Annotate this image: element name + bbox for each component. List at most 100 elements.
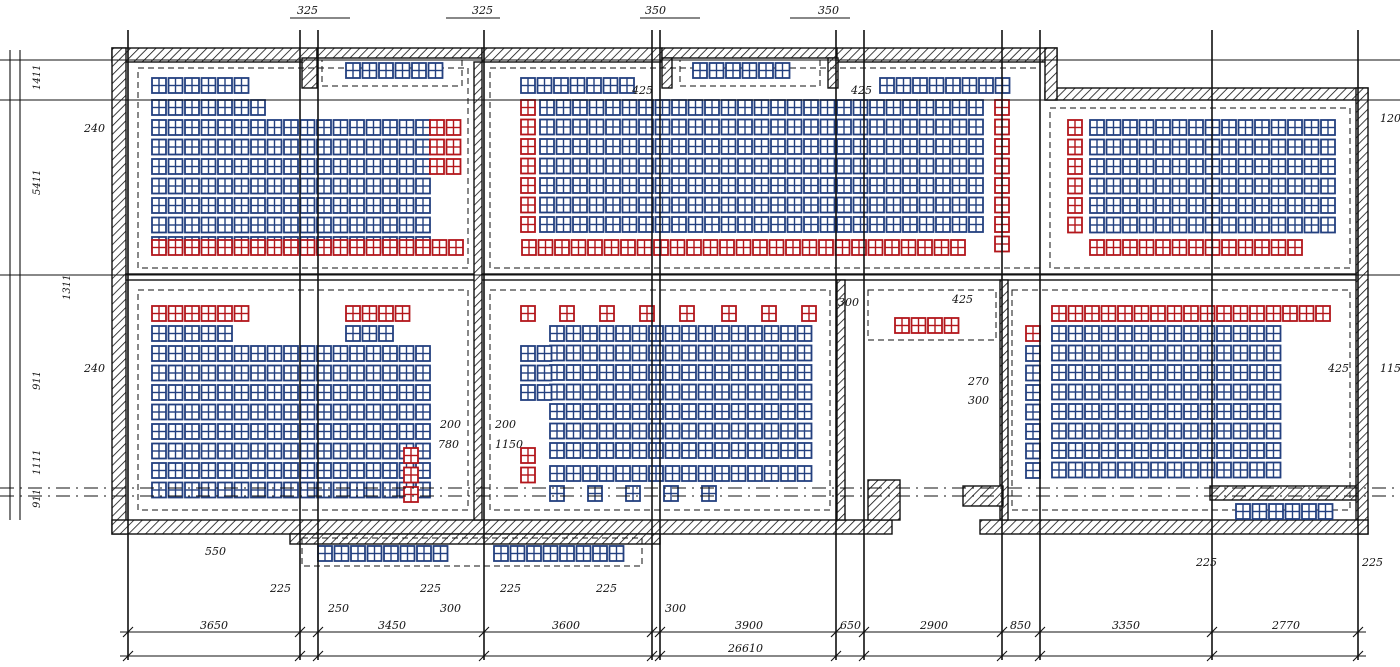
window-grid-icon [763,344,780,362]
window-grid-icon [316,345,332,362]
window-grid-icon [639,305,655,322]
window-grid-icon [184,305,200,322]
window-grid-icon [555,216,572,233]
window-grid-icon [361,305,378,322]
window-grid-icon [1133,461,1150,479]
window-grid-icon [283,158,299,175]
window-grid-icon [852,157,869,175]
window-grid-icon [648,325,664,342]
window-grid-icon [945,77,961,94]
window-grid-icon [819,118,836,136]
window-grid-icon [638,216,654,233]
window-grid-icon [1166,422,1183,440]
window-grid-icon [217,442,233,460]
window-grid-icon [151,345,167,362]
window-grid-icon [786,99,803,116]
window-grid-icon [598,344,615,362]
window-grid-icon [569,77,586,94]
window-grid-icon [1051,461,1067,479]
window-grid-icon [720,216,737,233]
window-grid-icon [638,196,654,214]
window-grid-icon [1183,344,1199,362]
window-grid-icon [1188,138,1204,156]
inner-label-3: 200 [439,418,461,431]
window-grid-icon [1067,403,1084,420]
window-grid-icon [299,403,316,421]
window-grid-icon [1320,216,1336,234]
window-grid-icon [895,77,912,94]
window-grid-icon [819,216,836,233]
window-grid-icon [572,177,588,194]
window-grid-icon [725,62,741,79]
window-grid-icon [1105,158,1122,175]
window-grid-icon [1265,325,1282,342]
window-grid-icon [1287,158,1303,175]
window-grid-icon [648,465,664,482]
window-grid-icon [382,216,398,234]
window-grid-icon [299,239,316,256]
window-grid-icon [167,158,184,175]
window-grid-icon [697,442,714,459]
window-grid-icon [730,383,747,401]
window-grid-icon [167,442,184,460]
window-grid-icon [720,138,737,155]
window-grid-icon [217,158,233,175]
window-grid-icon [836,99,852,116]
window-grid-icon [1216,364,1232,381]
window-grid-icon [151,177,167,195]
window-grid-icon [1188,177,1204,195]
window-grid-icon [654,118,671,136]
window-grid-icon [1084,442,1100,459]
window-grid-icon [266,197,283,214]
window-grid-icon [671,157,687,175]
window-grid-icon [200,364,217,382]
window-grid-icon [333,545,350,562]
window-grid-icon [365,239,382,256]
window-grid-icon [217,325,233,342]
window-grid-icon [349,462,365,479]
window-grid-icon [233,158,250,175]
left-dim-2: 5411 [32,170,43,195]
window-grid-icon [869,196,885,214]
window-grid-icon [1171,138,1188,156]
window-grid-icon [233,442,250,460]
window-grid-icon [266,481,283,499]
window-grid-icon [520,138,536,155]
window-grid-icon [266,138,283,156]
window-grid-icon [1133,364,1150,381]
window-grid-icon [1199,422,1216,440]
window-grid-icon [398,177,415,195]
window-grid-icon [1138,216,1155,234]
window-grid-icon [605,157,621,175]
window-grid-icon [803,157,819,175]
window-grid-icon [836,157,852,175]
window-grid-icon [836,216,852,233]
window-grid-icon [730,442,747,459]
window-grid-icon [1084,325,1100,342]
window-grid-icon [1089,119,1105,136]
window-grid-icon [1221,158,1237,175]
top-dim-3: 350 [645,4,666,17]
window-grid-icon [1287,177,1303,195]
window-grid-icon [555,196,572,214]
window-grid-icon [316,239,332,256]
window-grid-icon [852,118,869,136]
window-grid-icon [299,481,316,499]
window-grid-icon [250,99,266,116]
window-grid-icon [582,465,598,482]
window-grid-icon [598,422,615,440]
window-grid-icon [575,545,592,562]
window-grid-icon [1254,239,1270,256]
window-grid-icon [582,442,598,459]
left-dim-1: 1411 [32,65,43,90]
bottom-dim-6: 2900 [919,619,948,632]
window-grid-icon [1254,158,1270,175]
window-grid-icon [509,545,526,562]
window-grid-icon [796,403,813,420]
window-grid-icon [361,62,378,79]
window-grid-icon [1249,403,1265,420]
window-grid-icon [403,466,419,484]
window-grid-icon [1100,364,1117,381]
window-grid-icon [869,157,885,175]
window-grid-icon [1067,119,1083,136]
